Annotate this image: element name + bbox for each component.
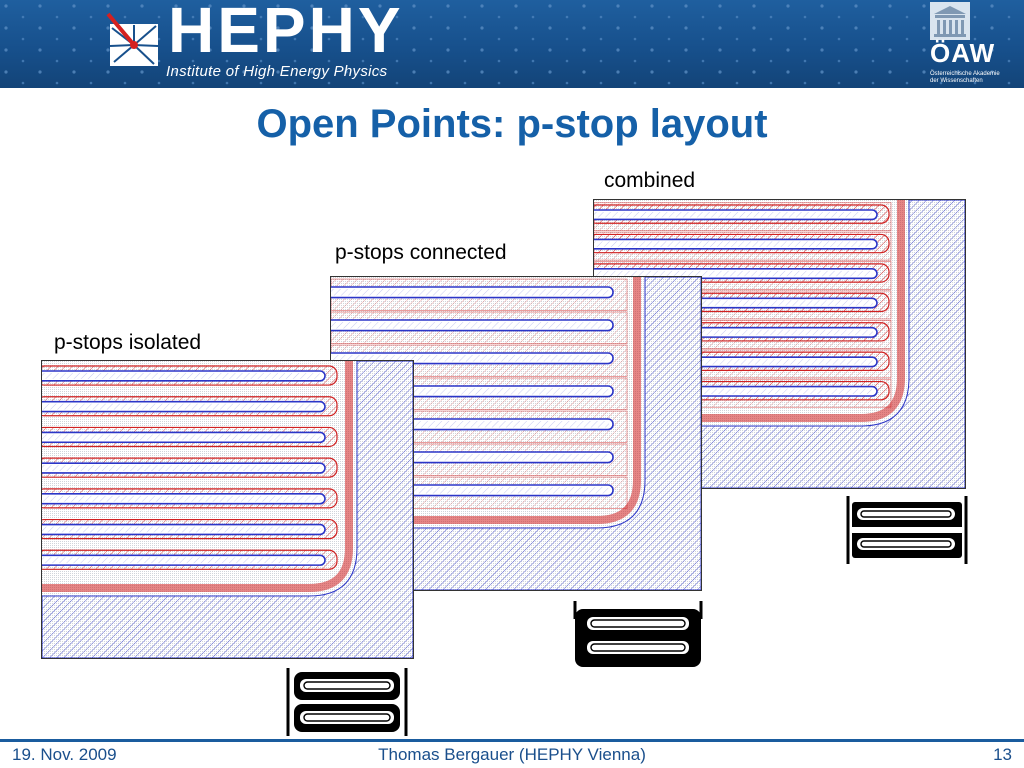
oaw-logo: ÖAW Österreichische Akademie der Wissens… [930, 2, 1010, 86]
slide-title: Open Points: p-stop layout [256, 102, 768, 146]
hephy-logo-text: HEPHY [168, 0, 404, 66]
strip-metal [42, 373, 321, 379]
label-p-stops-connected: p-stops connected [335, 241, 507, 264]
hephy-logo-subtitle: Institute of High Energy Physics [166, 63, 388, 80]
cross-section-isolated-icon [286, 668, 408, 736]
academy-full-name: Österreichische Akademie der Wissenschaf… [930, 71, 1000, 84]
strip-metal [42, 465, 321, 471]
outer-p-stop [331, 277, 641, 524]
outer-p-stop [42, 361, 353, 592]
cross-section-combined-icon [846, 496, 968, 564]
layout-panel-p-stops-isolated [41, 360, 414, 659]
hephy-logo-icon [106, 12, 159, 66]
strip-metal [42, 495, 321, 502]
footer-author: Thomas Bergauer (HEPHY Vienna) [378, 745, 646, 764]
academy-abbreviation: ÖAW [930, 38, 996, 68]
banner-dot-pattern [0, 0, 1024, 88]
strip-metal [42, 403, 321, 410]
footer-divider [0, 739, 1024, 742]
page-number: 13 [993, 745, 1012, 764]
header-banner: HEPHY Institute of High Energy Physics Ö… [0, 0, 1024, 88]
strip-metal [594, 270, 873, 277]
strip-metal [594, 241, 873, 247]
strip-metal [42, 434, 321, 441]
strip-metal [331, 289, 609, 296]
footer-date: 19. Nov. 2009 [12, 745, 117, 764]
cross-section-connected-icon [573, 601, 703, 667]
strip-metal [42, 526, 321, 533]
outer-p-stop [594, 200, 905, 422]
label-p-stops-isolated: p-stops isolated [54, 331, 202, 354]
strip-metal [594, 212, 873, 218]
strip-metal [42, 557, 321, 564]
bias-ring [42, 361, 413, 658]
strip-metal [331, 355, 609, 362]
strip-metal [331, 322, 609, 329]
label-combined: combined [604, 169, 696, 192]
academy-building-icon [930, 2, 970, 40]
